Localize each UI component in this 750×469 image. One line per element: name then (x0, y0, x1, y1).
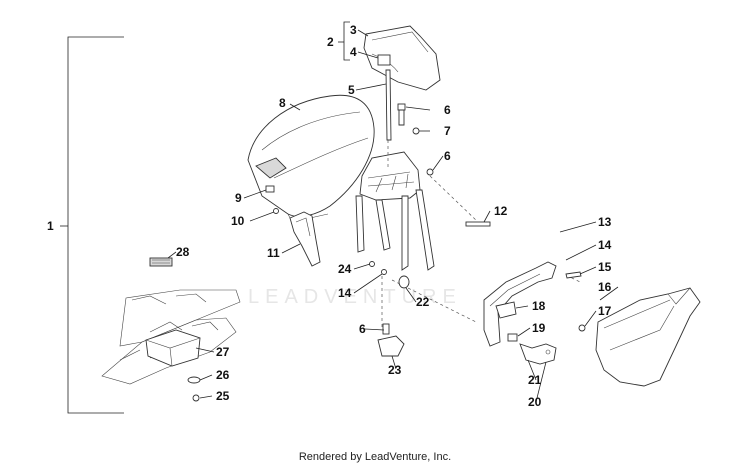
callout-6-upper: 6 (444, 103, 451, 117)
callout-22: 22 (416, 295, 430, 309)
callout-27: 27 (216, 345, 230, 359)
callout-3: 3 (350, 23, 357, 37)
callout-10: 10 (231, 214, 245, 228)
rack-frame (355, 151, 435, 271)
spacer (398, 275, 410, 289)
callout-19: 19 (532, 321, 546, 335)
callout-labels: 1 2 3 4 5 6 7 6 8 9 10 11 12 13 14 15 16… (47, 23, 612, 409)
callout-18: 18 (532, 299, 546, 313)
callout-14-left: 14 (338, 286, 352, 300)
callout-15: 15 (598, 260, 612, 274)
callout-20: 20 (528, 395, 542, 409)
seat-fastener (265, 185, 279, 214)
callout-23: 23 (388, 363, 402, 377)
clip (495, 301, 517, 319)
backrest-bolt (397, 103, 420, 135)
pin (465, 221, 491, 227)
bag-screw (578, 324, 586, 332)
backrest-post (385, 69, 392, 141)
chassis-outline (101, 289, 241, 385)
storage-box (145, 329, 201, 367)
seat-bracket (289, 211, 321, 267)
seat (247, 94, 375, 223)
side-bolt (565, 271, 582, 279)
small-block (507, 333, 518, 342)
box-washer (187, 376, 201, 384)
callout-24: 24 (338, 262, 352, 276)
callout-21: 21 (528, 373, 542, 387)
callout-7: 7 (444, 124, 451, 138)
side-arm (483, 261, 557, 347)
callout-13: 13 (598, 215, 612, 229)
watermark-text: LEADVENTURE (248, 286, 462, 308)
lower-clamp (377, 323, 405, 357)
storage-bag (595, 287, 701, 387)
callout-16: 16 (598, 280, 612, 294)
callout-26: 26 (216, 368, 230, 382)
callout-8: 8 (279, 96, 286, 110)
leader-lines (167, 29, 619, 403)
rack-nut (426, 168, 434, 176)
callout-11: 11 (267, 246, 280, 260)
callout-9: 9 (235, 191, 242, 205)
callout-25: 25 (216, 389, 230, 403)
headrest-bracket (338, 21, 350, 61)
rack-washers (369, 261, 387, 275)
assembly-bracket (60, 36, 124, 414)
callout-2: 2 (327, 35, 334, 49)
backrest-pad (363, 25, 441, 91)
callout-5: 5 (348, 83, 355, 97)
footer-credit: Rendered by LeadVenture, Inc. (298, 451, 452, 463)
callout-12: 12 (494, 204, 508, 218)
box-screw (192, 394, 200, 402)
callout-14-right: 14 (598, 238, 612, 252)
callout-6-lower: 6 (359, 322, 366, 336)
callout-28: 28 (176, 245, 190, 259)
callout-4: 4 (350, 45, 357, 59)
callout-17: 17 (598, 304, 612, 318)
callout-6-middle: 6 (444, 149, 451, 163)
reflector-strip (149, 257, 173, 267)
side-bracket (519, 343, 557, 365)
callout-1: 1 (47, 219, 54, 233)
